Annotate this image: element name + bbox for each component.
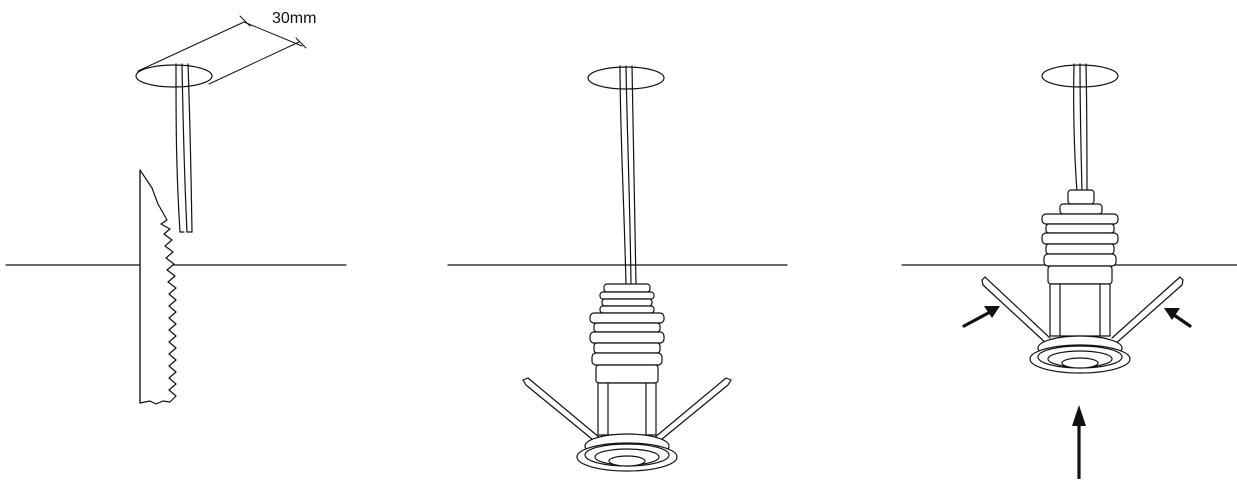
cable [175,63,193,233]
dimension-label: 30mm [272,10,316,27]
ceiling-hole [135,64,213,88]
panel-push-into-ceiling [901,63,1237,480]
bezel [1029,335,1131,374]
panel-insert-light [447,65,788,472]
saw-blade [139,169,177,405]
panel-cut-hole: 30mm [5,10,347,405]
spring-clips [981,276,1184,346]
cable [619,65,637,286]
push-arrow-right [1164,308,1192,328]
downlight-body [589,283,665,436]
spring-clips [522,377,732,445]
push-arrow-up [1072,405,1086,480]
dimension-indicator [137,15,307,85]
cable [1073,63,1088,193]
push-arrow-left [962,306,1000,328]
bezel [576,433,678,472]
downlight-body [1041,189,1119,337]
